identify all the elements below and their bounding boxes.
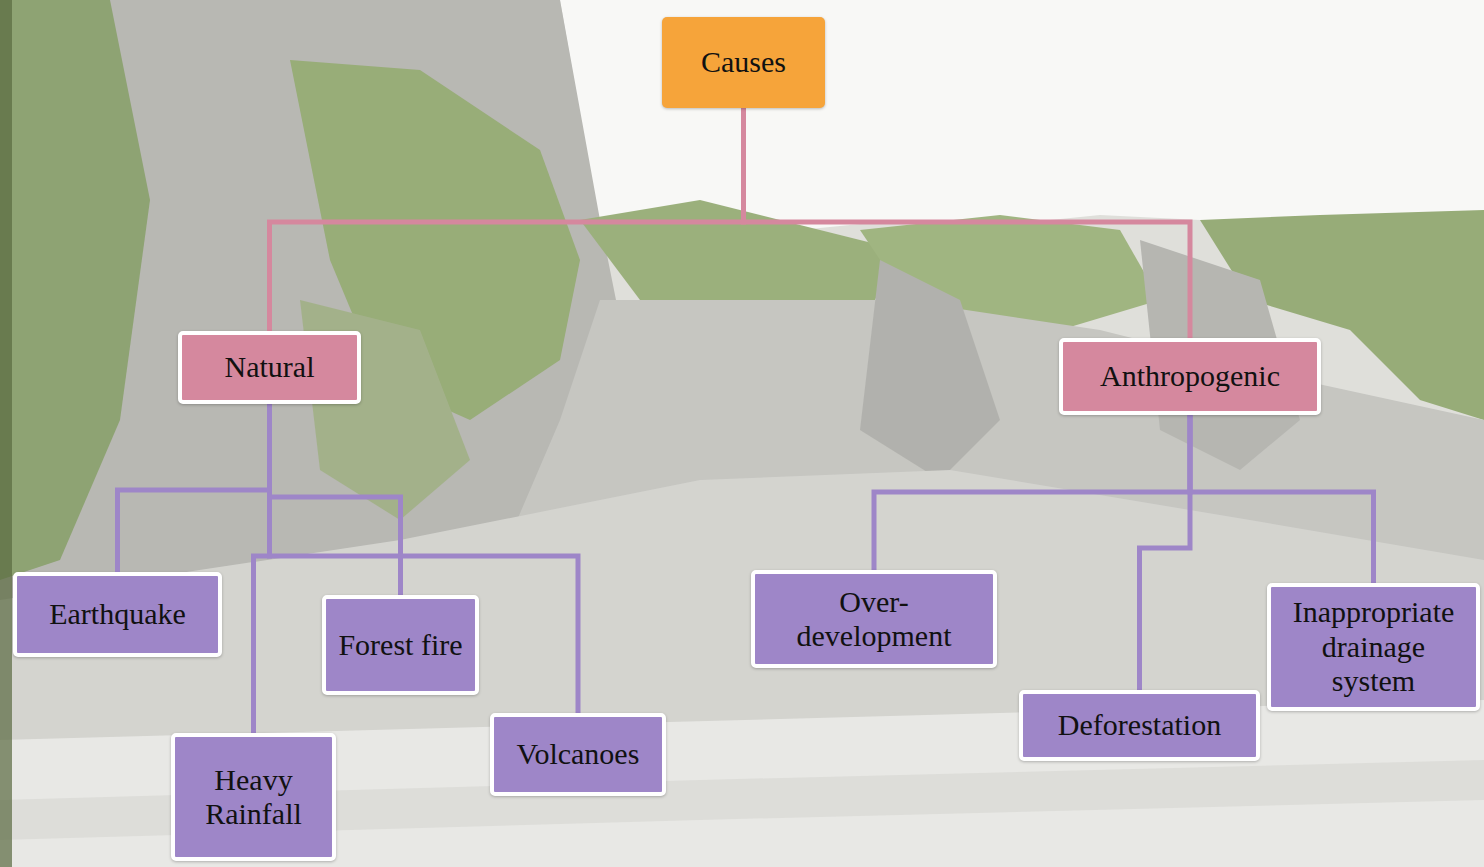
- node-label: Inappropriate drainage system: [1271, 591, 1476, 703]
- cause-box: Heavy Rainfall: [171, 733, 336, 861]
- cause-box: Inappropriate drainage system: [1267, 583, 1480, 711]
- cause-box: Forest fire: [322, 595, 479, 695]
- node-label: Deforestation: [1050, 704, 1229, 747]
- node-label: Forest fire: [330, 624, 470, 667]
- root-box: Causes: [662, 17, 825, 108]
- node-label: Earthquake: [41, 593, 194, 636]
- tree-connector: [1140, 415, 1191, 690]
- cause-box: Volcanoes: [490, 713, 666, 796]
- tree-connector: [270, 404, 579, 713]
- tree-connector: [744, 108, 1191, 338]
- node-label: Causes: [693, 41, 794, 84]
- tree-connector: [1190, 415, 1374, 583]
- tree-connector: [270, 404, 401, 595]
- tree-connector: [270, 108, 744, 331]
- category-box: Natural: [178, 331, 361, 404]
- cause-box: Deforestation: [1019, 690, 1260, 761]
- node-label: Volcanoes: [509, 733, 648, 776]
- cause-box: Earthquake: [13, 572, 222, 657]
- tree-connector: [118, 404, 270, 572]
- category-box: Anthropogenic: [1059, 338, 1321, 415]
- node-label: Heavy Rainfall: [175, 759, 332, 836]
- node-label: Over- development: [755, 581, 993, 658]
- cause-box: Over- development: [751, 570, 997, 668]
- node-label: Anthropogenic: [1092, 355, 1288, 398]
- node-label: Natural: [217, 346, 323, 389]
